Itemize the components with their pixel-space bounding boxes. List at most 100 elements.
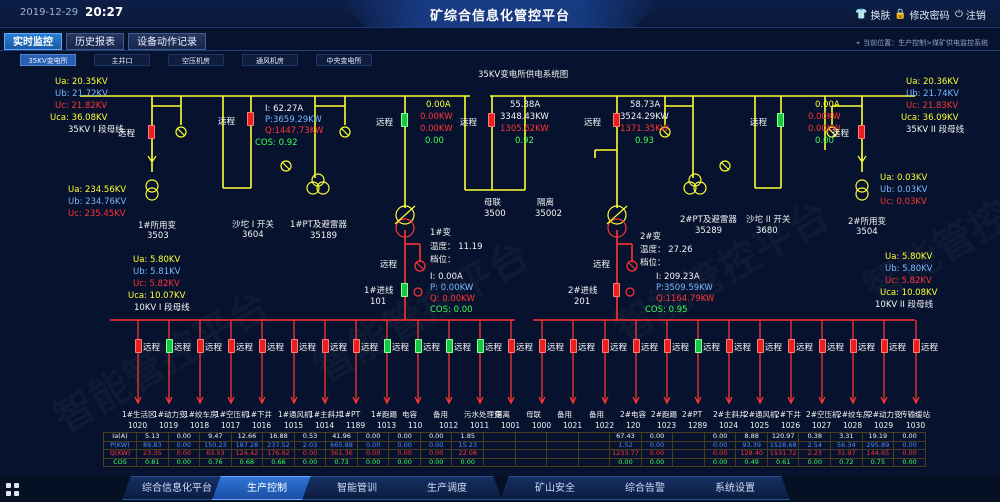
feeder-remote-button[interactable]: 远程	[454, 343, 472, 353]
table-cell: 0.00	[640, 457, 674, 467]
subtab-fan-room[interactable]: 通风机房	[242, 54, 298, 66]
breaker-f1[interactable]	[401, 113, 408, 127]
feeder-breaker[interactable]	[477, 339, 484, 353]
feeder-breaker[interactable]	[726, 339, 733, 353]
feeder-remote-button[interactable]: 远程	[330, 343, 348, 353]
feeder-remote-button[interactable]: 远程	[610, 343, 628, 353]
feeder-remote-button[interactable]: 远程	[641, 343, 659, 353]
table-cell: 0.00	[419, 432, 453, 442]
feeder-breaker[interactable]	[446, 339, 453, 353]
left-bus-ua: Ua: 20.35KV	[55, 77, 108, 87]
feeder-remote-button[interactable]: 远程	[858, 343, 876, 353]
feeder-remote-button[interactable]: 远程	[672, 343, 690, 353]
feeder-remote-button[interactable]: 远程	[578, 343, 596, 353]
nav-smart-training[interactable]: 智能管训	[302, 476, 412, 500]
feeder-breaker[interactable]	[695, 339, 702, 353]
feeder-breaker[interactable]	[259, 339, 266, 353]
tab-device-action-log[interactable]: 设备动作记录	[128, 33, 206, 50]
menu-grid-icon[interactable]	[6, 483, 20, 497]
subtab-35kv-substation[interactable]: 35KV变电所	[20, 54, 76, 66]
feeder-remote-button[interactable]: 远程	[361, 343, 379, 353]
feeder-breaker[interactable]	[757, 339, 764, 353]
breaker-201[interactable]	[613, 283, 620, 297]
feeder-breaker[interactable]	[291, 339, 298, 353]
feeder-breaker[interactable]	[788, 339, 795, 353]
feeder-breaker[interactable]	[353, 339, 360, 353]
nav-alarms[interactable]: 综合告警	[590, 476, 700, 500]
feeder-breaker[interactable]	[322, 339, 329, 353]
feeder-name: 2#绞车房	[837, 410, 871, 419]
feeder-remote-button[interactable]: 远程	[267, 343, 285, 353]
remote-f2[interactable]: 远程	[584, 118, 602, 128]
breaker-3504[interactable]	[858, 125, 865, 139]
subtab-main-shaft[interactable]: 主井口	[94, 54, 150, 66]
remote-3604[interactable]: 远程	[218, 117, 236, 127]
feeder-breaker[interactable]	[384, 339, 391, 353]
feeder-remote-button[interactable]: 远程	[143, 343, 161, 353]
remote-3504[interactable]: 远程	[832, 129, 850, 139]
feeder-remote-button[interactable]: 远程	[734, 343, 752, 353]
feeder-arrow-icon	[258, 396, 266, 405]
nav-system-settings[interactable]: 系统设置	[680, 476, 790, 500]
subtab-compressor-room[interactable]: 空压机房	[168, 54, 224, 66]
feeder-remote-button[interactable]: 远程	[174, 343, 192, 353]
feeder-breaker[interactable]	[570, 339, 577, 353]
table-cell	[483, 457, 516, 467]
remote-201[interactable]: 远程	[593, 260, 611, 270]
logout-button[interactable]: ⏻ 注销	[955, 7, 986, 22]
table-cell: 23.35	[136, 449, 169, 459]
feeder-breaker[interactable]	[633, 339, 640, 353]
nav-production-dispatch[interactable]: 生产调度	[392, 476, 502, 500]
f3-i: 0.00A	[815, 100, 840, 110]
feeder-breaker[interactable]	[602, 339, 609, 353]
change-password-button[interactable]: 🔒 修改密码	[894, 7, 949, 22]
feeder-breaker[interactable]	[913, 339, 920, 353]
remote-3503[interactable]: 远程	[118, 129, 136, 139]
feeder-remote-button[interactable]: 远程	[547, 343, 565, 353]
feeder-remote-button[interactable]: 远程	[889, 343, 907, 353]
feeder-arrow-icon	[632, 396, 640, 405]
feeder-remote-button[interactable]: 远程	[516, 343, 534, 353]
feeder-code: 1020	[128, 421, 148, 430]
breaker-3500[interactable]	[488, 113, 495, 127]
skin-button[interactable]: 👕 换肤	[855, 7, 890, 22]
change-password-label: 修改密码	[909, 11, 950, 22]
remote-101[interactable]: 远程	[380, 260, 398, 270]
feeder-breaker[interactable]	[415, 339, 422, 353]
feeder-remote-button[interactable]: 远程	[485, 343, 503, 353]
feeder-breaker[interactable]	[819, 339, 826, 353]
feeder-remote-button[interactable]: 远程	[392, 343, 410, 353]
feeder-remote-button[interactable]: 远程	[423, 343, 441, 353]
remote-f1[interactable]: 远程	[376, 118, 394, 128]
feeder-breaker[interactable]	[539, 339, 546, 353]
breaker-3604[interactable]	[247, 112, 254, 126]
feeder-arrow-icon	[290, 396, 298, 405]
feeder-breaker[interactable]	[664, 339, 671, 353]
feeder-remote-button[interactable]: 远程	[827, 343, 845, 353]
tab-history-report[interactable]: 历史报表	[66, 33, 124, 50]
feeder-breaker[interactable]	[508, 339, 515, 353]
breaker-3503[interactable]	[148, 125, 155, 139]
subtab-central-substation[interactable]: 中央变电所	[316, 54, 372, 66]
feeder-breaker[interactable]	[166, 339, 173, 353]
breaker-101[interactable]	[401, 283, 408, 297]
feeder-remote-button[interactable]: 远程	[236, 343, 254, 353]
tab-realtime-monitor[interactable]: 实时监控	[4, 33, 62, 50]
remote-3500[interactable]: 远程	[460, 118, 478, 128]
feeder-remote-button[interactable]: 远程	[921, 343, 939, 353]
feeder-breaker[interactable]	[228, 339, 235, 353]
breaker-f2[interactable]	[613, 113, 620, 127]
breaker-3680[interactable]	[777, 113, 784, 127]
feeder-remote-button[interactable]: 远程	[796, 343, 814, 353]
remote-3680[interactable]: 远程	[750, 118, 768, 128]
feeder-remote-button[interactable]: 远程	[765, 343, 783, 353]
feeder-breaker[interactable]	[881, 339, 888, 353]
feeder-breaker[interactable]	[850, 339, 857, 353]
feeder-remote-button[interactable]: 远程	[299, 343, 317, 353]
feeder-remote-button[interactable]: 远程	[703, 343, 721, 353]
feeder-name: 1#主斜井	[309, 410, 343, 419]
feeder-breaker[interactable]	[135, 339, 142, 353]
feeder-remote-button[interactable]: 远程	[205, 343, 223, 353]
feeder-breaker[interactable]	[197, 339, 204, 353]
